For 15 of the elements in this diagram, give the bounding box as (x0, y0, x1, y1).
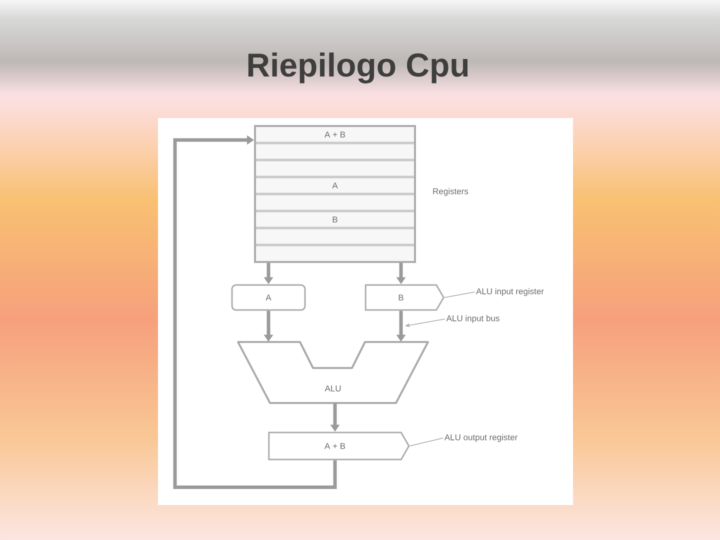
side-label: Registers (433, 188, 468, 196)
callout-label: ALU output register (444, 434, 518, 442)
leader-line (409, 438, 444, 446)
bus-arrow (173, 135, 337, 489)
register-value: A (332, 182, 338, 188)
callout-label: ALU input bus (446, 315, 500, 323)
output-register: A + B (268, 432, 410, 460)
input-register: B (364, 284, 444, 311)
slide-title: Riepilogo Cpu (248, 52, 468, 84)
callout-label: ALU input register (476, 288, 544, 296)
register-value: B (332, 216, 338, 222)
input-register: A (231, 284, 306, 311)
leader-line (444, 292, 476, 298)
register-value: A + B (324, 132, 346, 138)
alu-block: ALU (237, 341, 429, 404)
